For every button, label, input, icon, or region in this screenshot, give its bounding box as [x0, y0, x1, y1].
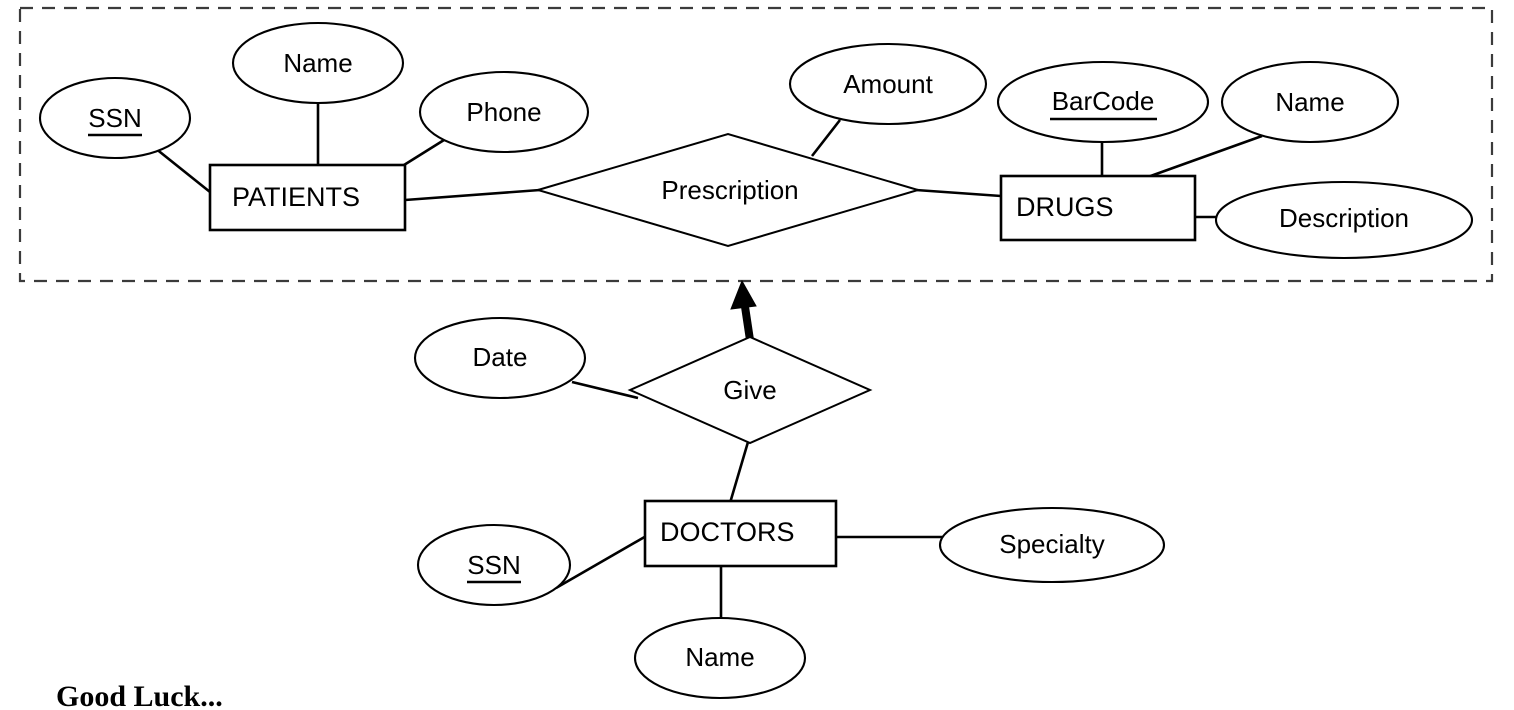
give-date-ellipse-shape [413, 316, 587, 400]
total-participation-arrow [730, 279, 757, 341]
edge-give-date [571, 380, 639, 400]
dashed-region-border [18, 6, 1494, 283]
attribute-patients-ssn[interactable]: SSN [38, 76, 192, 160]
doctors-ssn-ellipse-shape [416, 523, 572, 607]
drugs-name-label: Name [1275, 87, 1344, 117]
drugs-barcode-label: BarCode [1052, 86, 1155, 116]
doctors-name-ellipse-shape [633, 616, 807, 700]
doctors-specialty-label: Specialty [999, 529, 1105, 559]
edge-doctors-ssn [555, 533, 649, 590]
patients-phone-label: Phone [466, 97, 541, 127]
doctors-specialty-ellipse-shape [938, 506, 1166, 584]
patients-box-shape [208, 163, 407, 232]
entity-patients[interactable]: PATIENTS [208, 163, 407, 232]
drugs-description-ellipse-shape [1214, 180, 1474, 260]
drugs-name-ellipse-shape [1220, 60, 1400, 144]
entity-doctors[interactable]: DOCTORS [643, 499, 838, 568]
doctors-box-shape [643, 499, 838, 568]
patients-ssn-ellipse-shape [38, 76, 192, 160]
edge-prescription-amount [810, 119, 842, 157]
drugs-box-shape [999, 174, 1197, 242]
doctors-ssn-label: SSN [467, 550, 520, 580]
attribute-prescription-amount[interactable]: Amount [788, 42, 988, 126]
patients-phone-ellipse-shape [418, 70, 590, 154]
relationship-prescription[interactable]: Prescription [534, 132, 922, 248]
edge-give-doctors [728, 441, 750, 504]
doctors-name-label: Name [685, 642, 754, 672]
patients-label: PATIENTS [232, 182, 360, 212]
attribute-drugs-name[interactable]: Name [1220, 60, 1400, 144]
prescription-diamond-shape [534, 132, 922, 248]
drugs-description-label: Description [1279, 203, 1409, 233]
drugs-label: DRUGS [1016, 192, 1114, 222]
attribute-doctors-ssn[interactable]: SSN [416, 523, 572, 607]
attribute-give-date[interactable]: Date [413, 316, 587, 400]
prescription-amount-ellipse-shape [788, 42, 988, 126]
edge-patients-prescription [404, 188, 541, 202]
footer-note: Good Luck... [56, 680, 223, 710]
attribute-doctors-name[interactable]: Name [633, 616, 807, 700]
relationship-give[interactable]: Give [627, 335, 873, 445]
give-label: Give [723, 375, 776, 405]
patients-name-ellipse-shape [231, 21, 405, 105]
edge-patients-ssn [154, 146, 216, 198]
patients-ssn-label: SSN [88, 103, 141, 133]
attribute-patients-phone[interactable]: Phone [418, 70, 590, 154]
prescription-label: Prescription [661, 175, 798, 205]
entity-drugs[interactable]: DRUGS [999, 174, 1197, 242]
attribute-drugs-barcode[interactable]: BarCode [996, 60, 1210, 144]
edge-prescription-drugs [915, 188, 1002, 198]
edge-drugs-name [1144, 134, 1263, 180]
attribute-patients-name[interactable]: Name [231, 21, 405, 105]
give-diamond-shape [627, 335, 873, 445]
drugs-barcode-ellipse-shape [996, 60, 1210, 144]
attribute-doctors-specialty[interactable]: Specialty [938, 506, 1166, 584]
patients-name-label: Name [283, 48, 352, 78]
give-date-label: Date [473, 342, 528, 372]
prescription-amount-label: Amount [843, 69, 933, 99]
attribute-drugs-description[interactable]: Description [1214, 180, 1474, 260]
doctors-label: DOCTORS [660, 517, 795, 547]
